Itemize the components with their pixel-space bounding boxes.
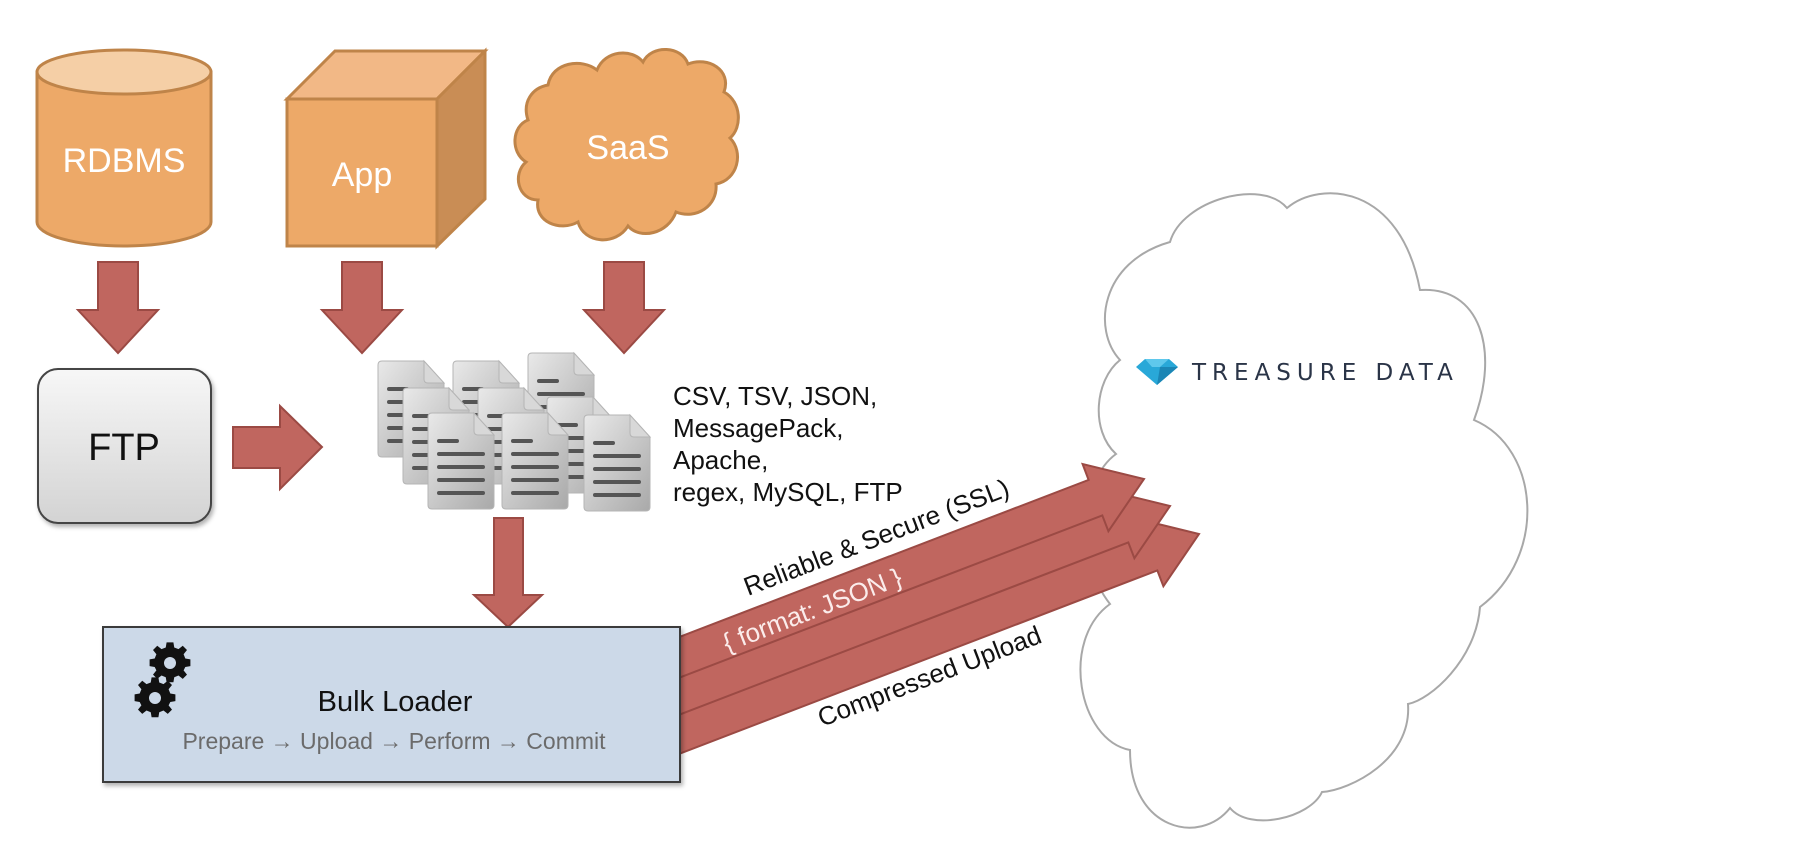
upload-arrows bbox=[631, 462, 1201, 768]
formats-line: MessagePack, bbox=[673, 413, 844, 443]
bulk-loader-steps: Prepare → Upload → Perform → Commit bbox=[182, 728, 606, 754]
document-icon bbox=[501, 412, 569, 510]
rdbms-to-ftp-arrow bbox=[75, 261, 161, 355]
supported-formats: CSV, TSV, JSON, MessagePack, Apache, reg… bbox=[673, 381, 903, 507]
rdbms-cylinder-top bbox=[35, 48, 213, 96]
formats-line: CSV, TSV, JSON, bbox=[673, 381, 877, 411]
ftp-label: FTP bbox=[88, 427, 160, 469]
bulk-loader-node: Bulk Loader Prepare → Upload → Perform →… bbox=[102, 626, 681, 783]
app-cube-front bbox=[285, 97, 439, 248]
files-to-bulk-loader-arrow bbox=[471, 517, 545, 629]
rdbms-source: RDBMS bbox=[35, 48, 213, 248]
treasure-data-cloud: TREASURE DATA bbox=[1079, 192, 1529, 829]
document-icon bbox=[427, 412, 495, 510]
document-stack-icon bbox=[377, 352, 651, 512]
rdbms-cylinder-body bbox=[35, 70, 213, 248]
saas-cloud-shape bbox=[513, 48, 740, 242]
bulk-loader-box bbox=[102, 626, 681, 783]
app-label: App bbox=[332, 156, 393, 194]
bulk-loader-title: Bulk Loader bbox=[318, 686, 473, 718]
saas-source: SaaS bbox=[513, 48, 740, 242]
saas-label: SaaS bbox=[586, 129, 669, 167]
diamond-icon bbox=[1136, 359, 1178, 385]
formats-line: Apache, bbox=[673, 445, 768, 475]
document-icon bbox=[583, 414, 651, 512]
formats-line: regex, MySQL, FTP bbox=[673, 477, 903, 507]
ftp-to-files-arrow bbox=[232, 403, 324, 492]
app-source: App bbox=[283, 47, 489, 250]
saas-to-files-arrow bbox=[581, 261, 667, 355]
ftp-node: FTP bbox=[37, 368, 212, 524]
treasure-data-brand: TREASURE DATA bbox=[1191, 360, 1459, 386]
rdbms-label: RDBMS bbox=[63, 142, 186, 180]
destination-cloud-shape bbox=[1079, 192, 1529, 829]
ftp-box bbox=[37, 368, 212, 524]
upload-arrow-ssl bbox=[631, 462, 1146, 692]
app-to-files-arrow bbox=[319, 261, 405, 355]
